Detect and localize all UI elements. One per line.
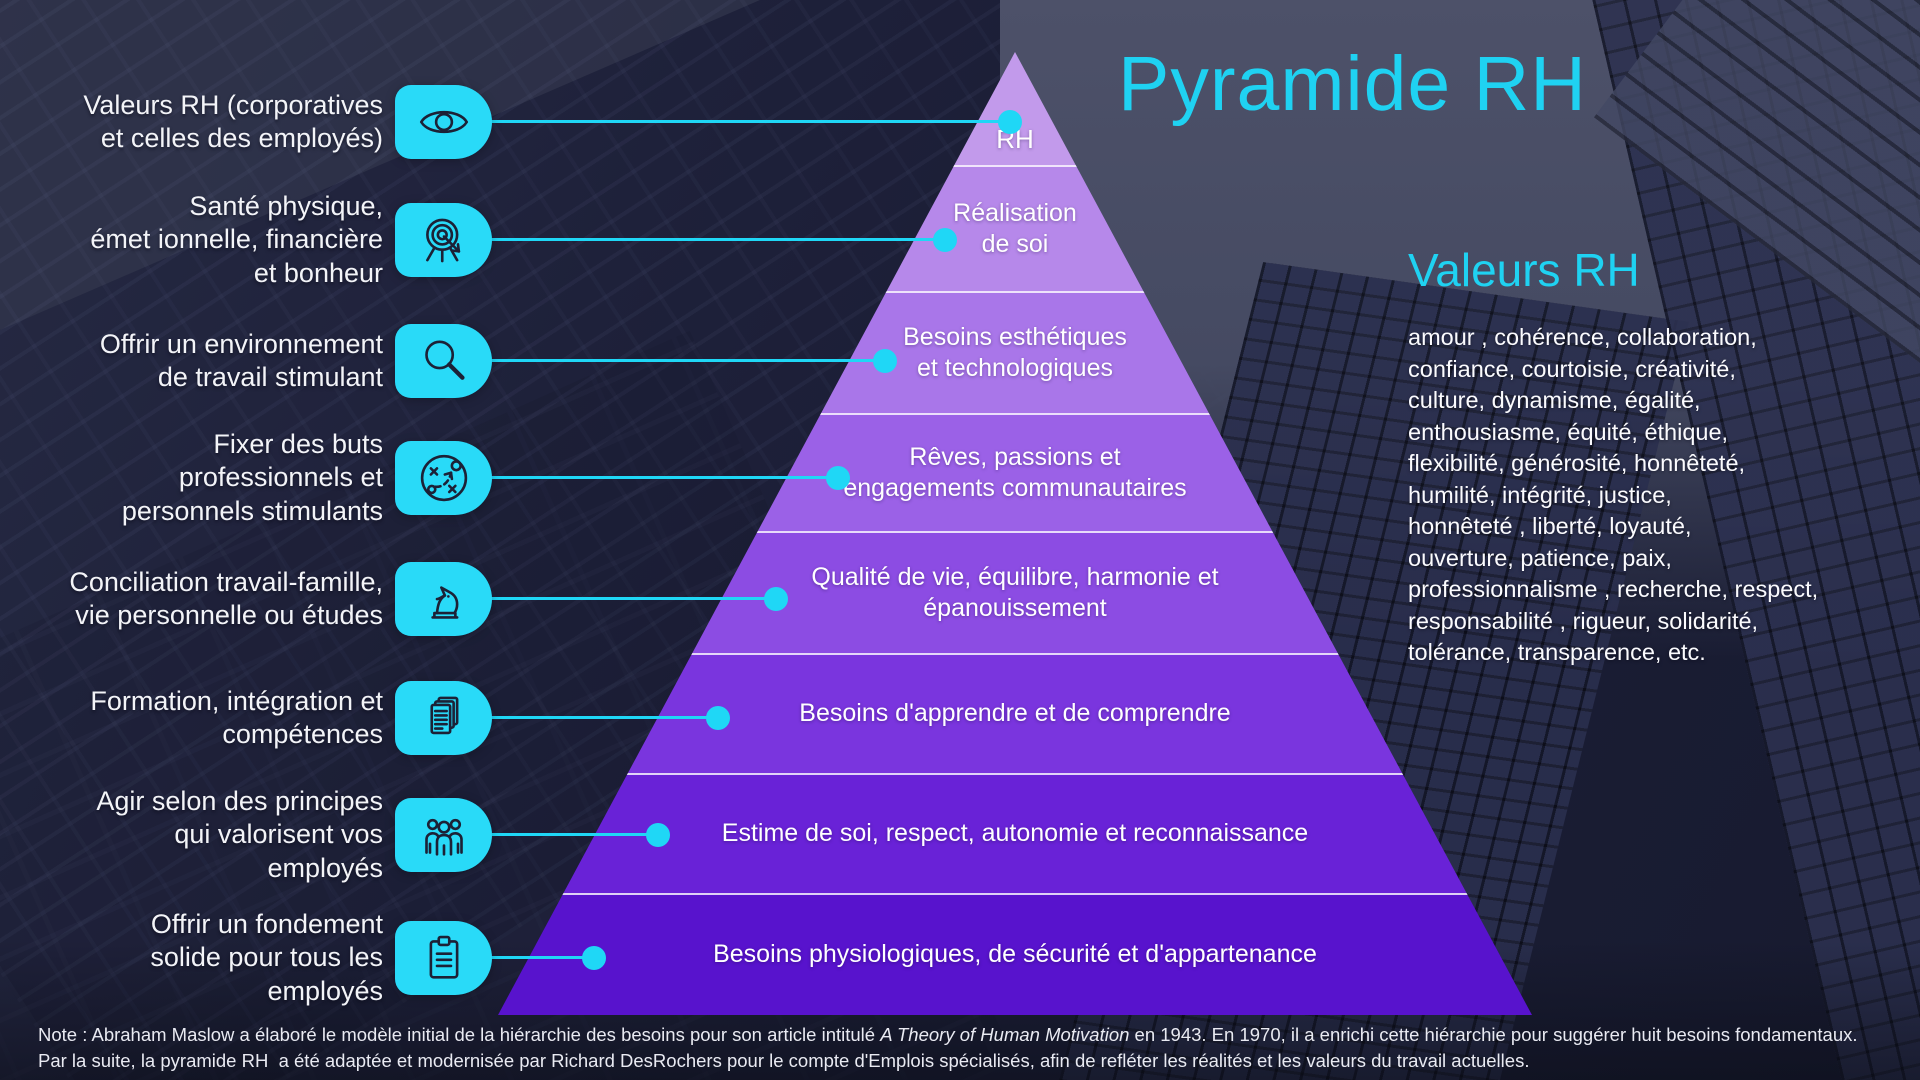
icon-badge [395,798,492,872]
connector-line [490,597,780,600]
left-label-4: Fixer des buts professionnels et personn… [121,428,383,526]
clipboard-icon [429,935,458,979]
icon-badge [395,203,492,277]
connector-dot [764,587,788,611]
connector-line [490,120,1014,123]
icon-badge [395,85,492,159]
building-corner-top-right [1593,0,1920,371]
pyramid-level-8: Besoins physiologiques, de sécurité et d… [498,893,1532,1015]
chess-knight-icon [430,586,458,619]
page-title: Pyramide RH [1118,41,1587,127]
connector-line [490,716,722,719]
connector-dot [582,946,606,970]
connector-dot [706,706,730,730]
pyramid-level-5: Qualité de vie, équilibre, harmonie et é… [498,531,1532,653]
connector-line [490,956,598,959]
pyramid-level-4: Rêves, passions et engagements communaut… [498,413,1532,531]
pyramid-level-5-label: Qualité de vie, équilibre, harmonie et é… [811,562,1219,623]
connector-dot [646,823,670,847]
icon-badge [395,441,492,515]
footnote-text-start: Note : Abraham Maslow a élaboré le modèl… [38,1024,881,1045]
pyramid-level-2-label: Réalisation de soi [953,198,1077,259]
eye-icon [419,110,468,134]
left-label-5: Conciliation travail-famille, vie person… [69,566,383,630]
footnote-text-end: en 1943. En 1970, il a enrichi cette hié… [38,1024,1868,1071]
target-arrow-icon [425,218,460,263]
left-label-3: Offrir un environnement de travail stimu… [99,328,383,392]
icon-badge [395,324,492,398]
left-label-7: Agir selon des principes qui valorisent … [96,785,383,883]
magnifier-icon [424,340,465,380]
icon-badge [395,921,492,995]
connector-line [490,238,949,241]
icon-badge [395,562,492,636]
pyramid-level-8-label: Besoins physiologiques, de sécurité et d… [713,940,1317,969]
pyramid-level-7-label: Estime de soi, respect, autonomie et rec… [721,819,1309,848]
icon-badge [395,681,492,755]
connector-line [490,833,662,836]
values-body: amour , cohérence, collaboration, confia… [1408,324,1819,665]
left-label-6: Formation, intégration et compétences [90,685,383,749]
connector-dot [933,228,957,252]
documents-icon [429,696,458,735]
pyramid-level-6: Besoins d'apprendre et de comprendre [498,653,1532,773]
left-label-1: Valeurs RH (corporatives et celles des e… [83,89,383,153]
pyramid-level-3: Besoins esthétiques et technologiques [498,291,1532,413]
connector-line [490,476,842,479]
pyramid-level-4-label: Rêves, passions et engagements communaut… [843,442,1187,503]
pyramid-level-2: Réalisation de soi [498,165,1532,291]
left-label-2: Santé physique, émet ionnelle, financièr… [90,190,383,288]
team-icon [424,818,463,856]
connector-line [490,359,889,362]
left-label-8: Offrir un fondement solide pour tous les… [150,908,383,1006]
connector-dot [826,466,850,490]
strategy-icon [420,454,467,502]
footnote-italic-title: A Theory of Human Motivation [880,1024,1130,1045]
pyramid-level-7: Estime de soi, respect, autonomie et rec… [498,773,1532,893]
pyramid-level-3-label: Besoins esthétiques et technologiques [903,322,1127,383]
connector-dot [873,349,897,373]
pyramid: RH Réalisation de soi Besoins esthétique… [498,52,1532,1015]
pyramid-level-6-label: Besoins d'apprendre et de comprendre [799,699,1231,728]
footnote: Note : Abraham Maslow a élaboré le modèl… [38,1022,1894,1073]
values-heading: Valeurs RH [1408,244,1640,296]
connector-dot [998,110,1022,134]
